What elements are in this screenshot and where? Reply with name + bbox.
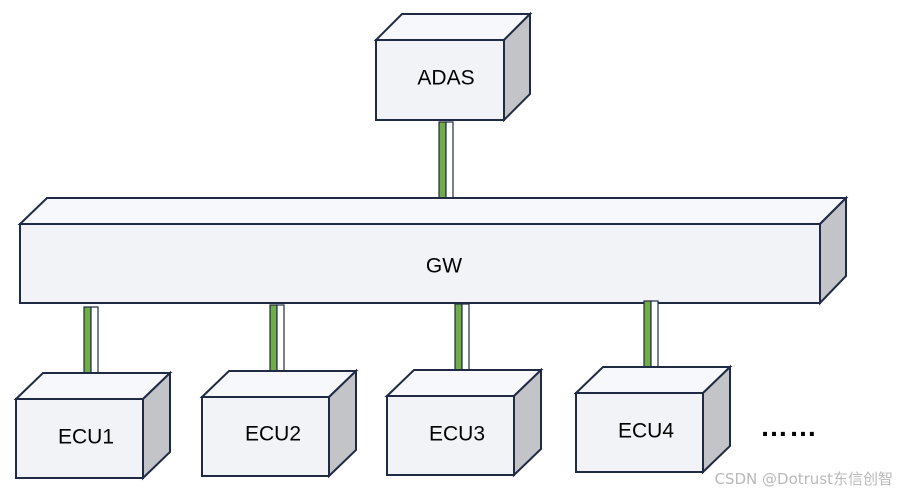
ecu1-label: ECU1: [58, 426, 114, 449]
ecu1-box: ECU1: [13, 370, 173, 481]
more-ecus-ellipsis: ……: [760, 411, 818, 442]
ecu2-label: ECU2: [245, 423, 301, 446]
gw-box-top: [17, 197, 849, 225]
ecu1-box-front: [15, 398, 144, 479]
gw-label: GW: [426, 255, 462, 278]
ecu4-label: ECU4: [618, 420, 674, 443]
adas-box: ADAS: [373, 11, 533, 123]
ecu2-box: ECU2: [199, 368, 359, 479]
adas-box-front: [375, 39, 505, 121]
adas-label: ADAS: [417, 67, 474, 90]
ecu3-label: ECU3: [429, 423, 485, 446]
ecu4-box-front: [575, 392, 704, 473]
connector-adas-gw: [438, 121, 454, 205]
ecu3-box-front: [386, 395, 515, 476]
ecu2-box-front: [201, 396, 330, 477]
ecu4-box: ECU4: [573, 364, 733, 475]
gw-box: GW: [17, 195, 849, 306]
ecu3-box: ECU3: [384, 367, 544, 478]
gw-box-front: [19, 223, 821, 304]
watermark: CSDN @Dotrust东信创智: [714, 470, 893, 488]
